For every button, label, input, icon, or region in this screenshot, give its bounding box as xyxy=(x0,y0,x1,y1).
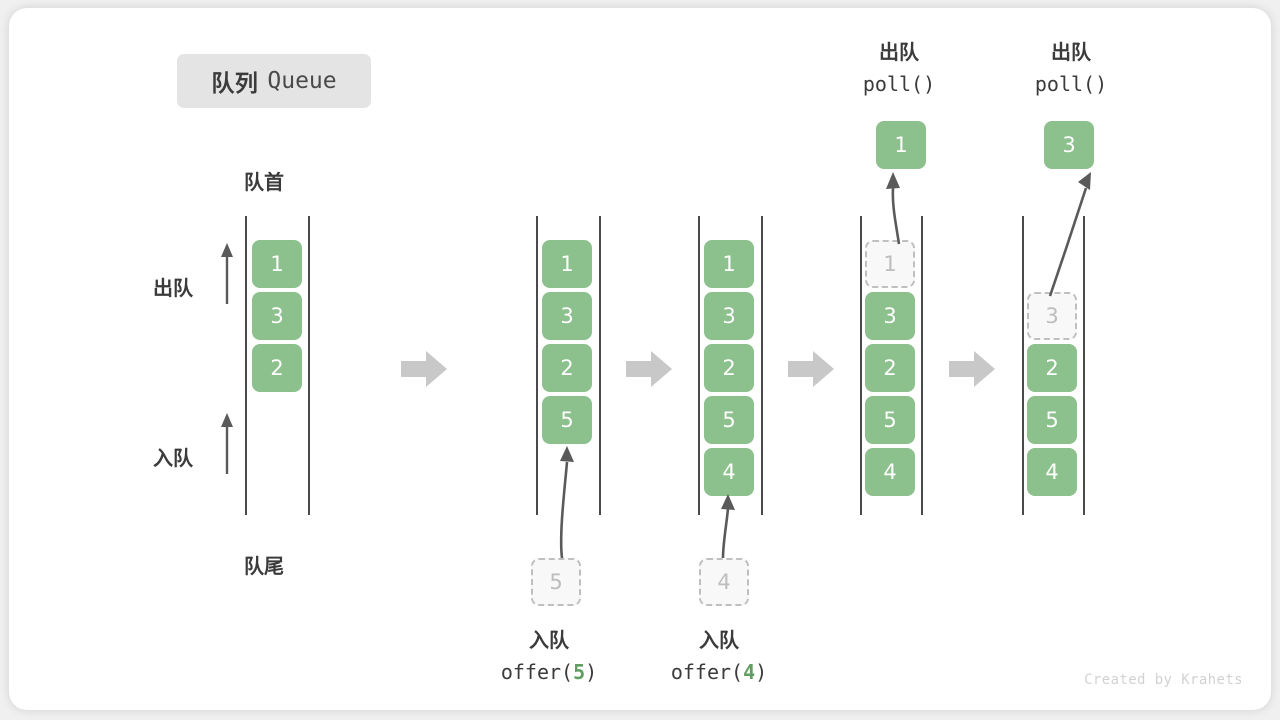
queue-cell: 2 xyxy=(704,344,754,392)
operation-code-suffix: ) xyxy=(1095,72,1108,96)
operation-code-prefix: offer( xyxy=(500,660,574,684)
enqueue-arrow-icon xyxy=(721,494,735,559)
operation-label-cn: 出队 xyxy=(879,42,919,64)
step-arrow-icon xyxy=(788,351,834,387)
step-arrow-icon xyxy=(401,351,447,387)
operation-label-code: poll() xyxy=(809,68,989,100)
operation-code-prefix: offer( xyxy=(670,660,744,684)
operation-label-cn: 入队 xyxy=(699,630,739,652)
queue-rail-right-3 xyxy=(761,216,763,515)
dequeue-arrow-icon xyxy=(1048,172,1091,297)
queue-rail-left-2 xyxy=(536,216,538,515)
queue-cell: 4 xyxy=(704,448,754,496)
queue-cell-removed: 3 xyxy=(1027,292,1077,340)
operation-label-code: offer(4) xyxy=(629,656,809,688)
queue-rear-label: 队尾 xyxy=(244,556,284,578)
queue-rail-left-1 xyxy=(245,216,247,515)
queue-cell: 3 xyxy=(704,292,754,340)
step-arrow-icon xyxy=(626,351,672,387)
operation-label-cn: 出队 xyxy=(1051,42,1091,64)
dequeue-direction-label: 出队 xyxy=(153,278,193,300)
operation-label-poll-1: 出队 poll() xyxy=(809,38,989,100)
queue-cell: 4 xyxy=(865,448,915,496)
queue-cell: 2 xyxy=(1027,344,1077,392)
queue-rail-right-4 xyxy=(921,216,923,515)
credit-text: Created by Krahets xyxy=(1084,672,1243,688)
queue-rail-right-1 xyxy=(308,216,310,515)
operation-code-prefix: poll( xyxy=(862,72,924,96)
operation-label-poll-3: 出队 poll() xyxy=(981,38,1161,100)
queue-cell: 2 xyxy=(865,344,915,392)
queue-cell: 3 xyxy=(542,292,592,340)
queue-rail-right-5 xyxy=(1083,216,1085,515)
dequeue-arrow-icon xyxy=(886,172,901,245)
operation-code-prefix: poll( xyxy=(1034,72,1096,96)
queue-cell: 5 xyxy=(542,396,592,444)
queue-front-label: 队首 xyxy=(244,172,284,194)
queue-rail-left-5 xyxy=(1022,216,1024,515)
queue-cell: 1 xyxy=(252,240,302,288)
queue-cell: 5 xyxy=(1027,396,1077,444)
step-arrow-icon xyxy=(949,351,995,387)
operation-code-suffix: ) xyxy=(923,72,936,96)
popped-cell: 3 xyxy=(1044,121,1094,169)
enqueue-arrow-icon xyxy=(559,446,574,559)
operation-label-code: offer(5) xyxy=(459,656,639,688)
queue-rail-left-4 xyxy=(860,216,862,515)
incoming-ghost-cell: 4 xyxy=(699,558,749,606)
enqueue-direction-arrow-icon xyxy=(221,413,233,474)
popped-cell: 1 xyxy=(876,121,926,169)
queue-rail-left-3 xyxy=(698,216,700,515)
operation-code-suffix: ) xyxy=(585,660,598,684)
diagram-title-chip: 队列 Queue xyxy=(177,54,371,108)
operation-code-arg: 4 xyxy=(743,660,756,684)
queue-cell: 3 xyxy=(252,292,302,340)
queue-cell: 1 xyxy=(704,240,754,288)
queue-cell: 2 xyxy=(542,344,592,392)
queue-cell: 3 xyxy=(865,292,915,340)
operation-label-code: poll() xyxy=(981,68,1161,100)
queue-cell: 2 xyxy=(252,344,302,392)
queue-cell-removed: 1 xyxy=(865,240,915,288)
diagram-title-cn: 队列 xyxy=(211,70,259,96)
operation-code-suffix: ) xyxy=(755,660,768,684)
operation-label-cn: 入队 xyxy=(529,630,569,652)
diagram-title-en: Queue xyxy=(267,68,337,94)
operation-label-offer-5: 入队 offer(5) xyxy=(459,626,639,688)
queue-cell: 1 xyxy=(542,240,592,288)
queue-cell: 5 xyxy=(704,396,754,444)
operation-label-offer-4: 入队 offer(4) xyxy=(629,626,809,688)
queue-rail-right-2 xyxy=(599,216,601,515)
diagram-card: 队列 Queue 队首 队尾 出队 入队 1 3 2 1 3 xyxy=(9,8,1271,710)
queue-cell: 5 xyxy=(865,396,915,444)
incoming-ghost-cell: 5 xyxy=(531,558,581,606)
dequeue-direction-arrow-icon xyxy=(221,243,233,304)
queue-cell: 4 xyxy=(1027,448,1077,496)
operation-code-arg: 5 xyxy=(573,660,586,684)
enqueue-direction-label: 入队 xyxy=(153,448,193,470)
